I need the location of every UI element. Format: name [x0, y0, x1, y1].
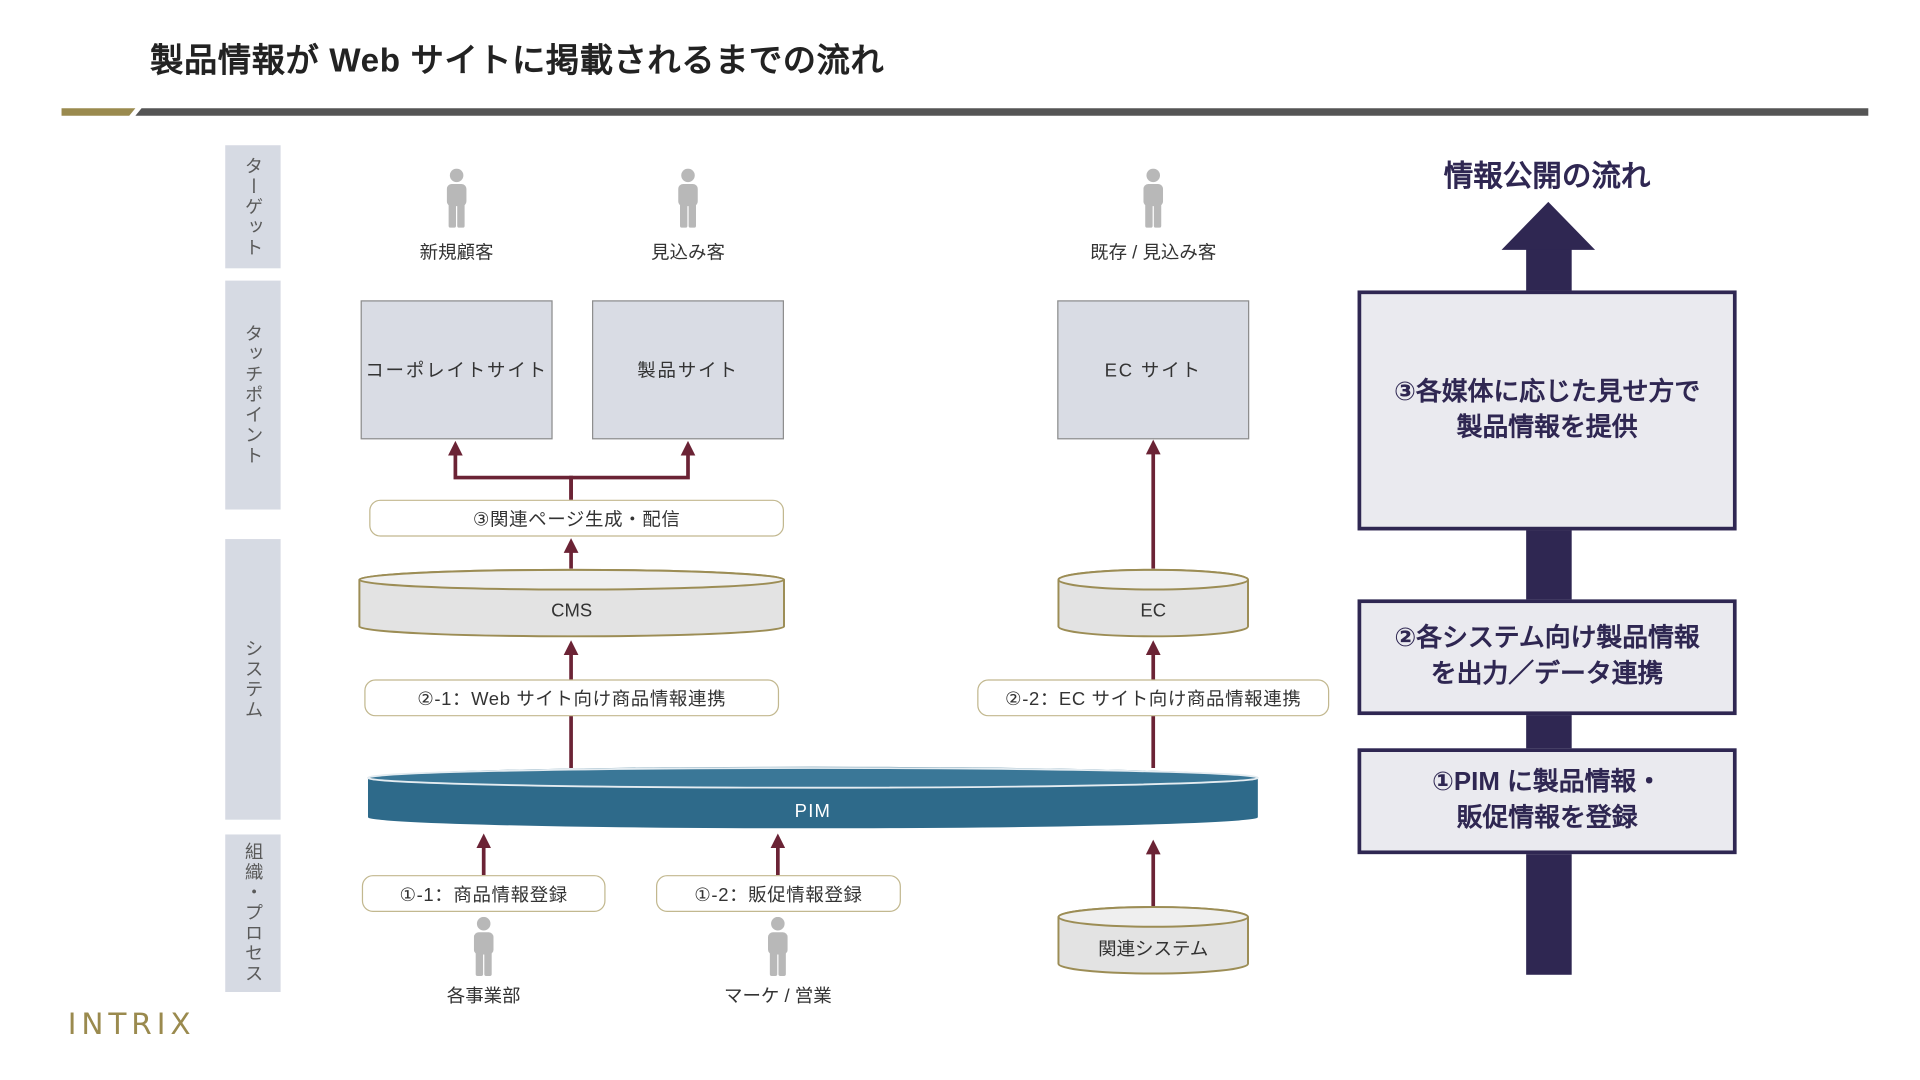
page-title: 製品情報が Web サイトに掲載されるまでの流れ: [150, 41, 885, 79]
target-label-prospect: 見込み客: [651, 241, 725, 263]
organization-label-marketing-sales: マーケ / 営業: [723, 985, 832, 1007]
person-icon: [767, 916, 788, 976]
organization-label-business-units: 各事業部: [446, 985, 521, 1007]
lane-system: システム: [225, 539, 281, 820]
arrow-to-corporate-site: [447, 440, 573, 500]
flow-stage-1: ①PIM に製品情報・ 販促情報を登録: [1357, 748, 1737, 855]
flow-stage-line: を出力／データ連携: [1430, 659, 1664, 688]
step-promotion-registration: ①-2：販促情報登録: [655, 875, 901, 912]
flow-arrow-head: [1501, 201, 1596, 250]
step-web-integration: ②-1：Web サイト向け商品情報連携: [364, 679, 780, 717]
system-label-ec: EC: [1140, 599, 1167, 621]
cylinder-top: [358, 568, 785, 591]
person-icon: [1143, 168, 1164, 228]
step-ec-integration: ②-2：EC サイト向け商品情報連携: [977, 679, 1330, 717]
system-label-pim: PIM: [794, 800, 832, 822]
step-product-registration: ①-1：商品情報登録: [361, 875, 606, 912]
pim-cylinder: [367, 766, 1259, 829]
target-label-existing-prospect: 既存 / 見込み客: [1090, 241, 1217, 263]
flow-stage-3: ③各媒体に応じた見せ方で 製品情報を提供: [1357, 290, 1737, 531]
cylinder-top: [1057, 568, 1249, 591]
person-icon: [473, 916, 494, 976]
flow-stage-2: ②各システム向け製品情報 を出力／データ連携: [1357, 599, 1737, 716]
lane-target: ターゲット: [225, 145, 281, 269]
touchpoint-corporate-site: コーポレイトサイト: [360, 300, 553, 440]
person-icon: [446, 168, 467, 228]
person-icon: [678, 168, 698, 228]
touchpoint-product-site: 製品サイト: [591, 300, 784, 440]
flow-stage-line: ①PIM に製品情報・: [1432, 768, 1663, 797]
target-label-new-customer: 新規顧客: [419, 241, 494, 263]
brand-logo: INTRIX: [67, 1006, 196, 1042]
cms-cylinder: [358, 568, 785, 638]
touchpoint-ec-site: EC サイト: [1057, 300, 1250, 440]
system-label-cms: CMS: [551, 599, 593, 621]
flow-stage-line: ②各システム向け製品情報: [1394, 624, 1700, 653]
title-rule-accent: [61, 108, 136, 116]
ec-cylinder: [1057, 568, 1249, 638]
publication-flow-title: 情報公開の流れ: [1443, 159, 1651, 193]
cylinder-top: [1057, 906, 1249, 928]
step-page-delivery: ③関連ページ生成・配信: [369, 499, 784, 537]
lane-touchpoint: タッチポイント: [225, 280, 281, 510]
arrow-to-product-site: [569, 440, 696, 500]
lane-label: ターゲット: [242, 155, 264, 258]
flow-stage-line: 販促情報を登録: [1456, 803, 1638, 832]
lane-organization-process: 組織・プロセス: [225, 834, 281, 992]
lane-label: 組織・プロセス: [242, 842, 264, 985]
related-system-cylinder: [1057, 906, 1249, 975]
lane-label: システム: [242, 638, 264, 720]
lane-label: タッチポイント: [242, 323, 264, 467]
flow-stage-line: 製品情報を提供: [1456, 412, 1638, 442]
system-label-related: 関連システム: [1098, 938, 1209, 960]
cylinder-top: [367, 767, 1259, 789]
flow-stage-line: ③各媒体に応じた見せ方で: [1393, 377, 1701, 406]
title-rule: [135, 108, 1869, 116]
